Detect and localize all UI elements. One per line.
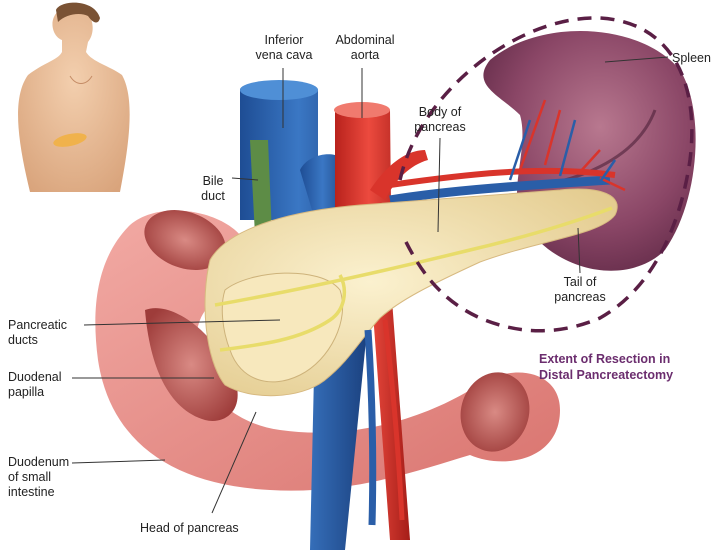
mesenteric-vessels bbox=[364, 319, 405, 526]
label-spleen: Spleen bbox=[672, 51, 711, 65]
label-abdominal-aorta: Abdominal aorta bbox=[335, 33, 395, 62]
head-of-pancreas-cutaway bbox=[221, 272, 344, 383]
bile-duct bbox=[250, 140, 272, 235]
label-tail-of-pancreas: Tail of pancreas bbox=[554, 275, 606, 304]
label-duodenal-papilla: Duodenal papilla bbox=[8, 370, 62, 399]
label-pancreatic-ducts: Pancreatic ducts bbox=[8, 318, 68, 347]
resection-extent-note: Extent of Resection in Distal Pancreatec… bbox=[539, 352, 674, 382]
duodenum-inner-wall bbox=[145, 308, 238, 421]
pancreatic-ducts bbox=[214, 206, 613, 352]
label-duodenum: Duodenum of small intestine bbox=[8, 455, 70, 499]
label-inferior-vena-cava: Inferior vena cava bbox=[255, 33, 313, 62]
duodenum-lumen-end bbox=[460, 372, 530, 452]
duodenum-lumen-top bbox=[144, 210, 226, 270]
label-head-of-pancreas: Head of pancreas bbox=[140, 521, 239, 535]
label-body-of-pancreas: Body of pancreas bbox=[414, 105, 466, 134]
leader-lines bbox=[71, 56, 669, 514]
inset-pancreas bbox=[53, 133, 87, 147]
resection-boundary bbox=[398, 16, 694, 333]
human-figure-inset bbox=[18, 2, 130, 192]
splenic-vessels bbox=[389, 99, 626, 205]
label-bile-duct: Bile duct bbox=[201, 174, 225, 203]
